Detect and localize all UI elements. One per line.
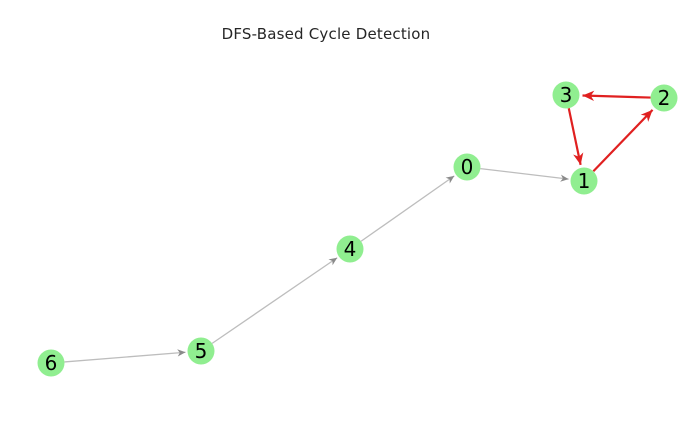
edge-3-1 <box>567 107 584 166</box>
edge-1-2 <box>592 109 654 173</box>
graph-node-6 <box>37 349 65 377</box>
chart-title: DFS-Based Cycle Detection <box>221 25 431 43</box>
edge-0-1 <box>480 167 569 182</box>
edge-2-3 <box>582 90 651 102</box>
graph-node-3 <box>552 81 580 109</box>
edge-4-0 <box>360 175 455 242</box>
graph-node-2 <box>650 84 678 112</box>
graph-node-4 <box>336 235 364 263</box>
graph-node-0 <box>453 153 481 181</box>
graph-node-5 <box>187 337 215 365</box>
edge-5-4 <box>211 257 338 344</box>
graph-node-1 <box>570 167 598 195</box>
edge-6-5 <box>64 349 186 363</box>
